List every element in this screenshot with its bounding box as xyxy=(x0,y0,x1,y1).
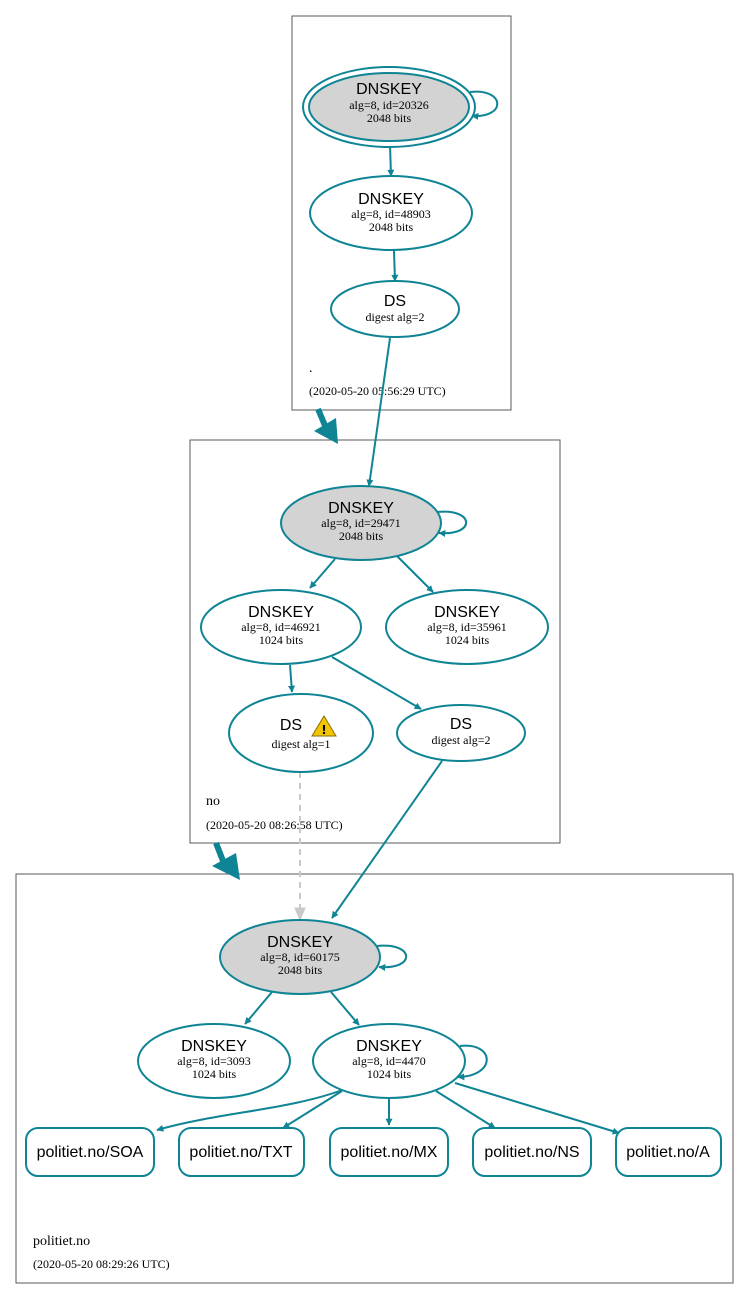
edge-no-ksk-zsk1 xyxy=(309,558,336,589)
svg-text:!: ! xyxy=(321,723,326,737)
node-root-zsk: DNSKEY alg=8, id=48903 2048 bits xyxy=(309,175,473,251)
record-txt-label: politiet.no/TXT xyxy=(189,1144,292,1161)
node-no-ksk-alg: alg=8, id=29471 xyxy=(321,516,401,530)
node-root-zsk-title: DNSKEY xyxy=(358,191,424,208)
node-p-zsk2-alg: alg=8, id=4470 xyxy=(352,1054,426,1068)
warning-icon: ! xyxy=(311,715,337,737)
node-no-ksk-bits: 2048 bits xyxy=(339,529,384,543)
node-no-zsk2-title: DNSKEY xyxy=(434,604,500,621)
node-root-zsk-alg: alg=8, id=48903 xyxy=(351,207,431,221)
record-soa: politiet.no/SOA xyxy=(25,1127,155,1177)
node-no-ds1-digest: digest alg=1 xyxy=(271,737,330,751)
node-no-zsk1-bits: 1024 bits xyxy=(259,633,304,647)
edge-p-zsk2-a xyxy=(454,1082,620,1135)
edge-root-zsk-ds xyxy=(391,250,399,282)
edge-root-ksk-self xyxy=(469,90,499,120)
node-root-ds-title: DS xyxy=(384,293,406,310)
edge-p-zsk2-txt xyxy=(282,1090,343,1129)
node-no-zsk2: DNSKEY alg=8, id=35961 1024 bits xyxy=(385,589,549,665)
edge-root-ksk-zsk xyxy=(387,144,395,177)
edge-p-ksk-self xyxy=(376,944,407,971)
node-no-ds2: DS digest alg=2 xyxy=(396,704,526,762)
record-mx: politiet.no/MX xyxy=(329,1127,449,1177)
node-root-zsk-bits: 2048 bits xyxy=(369,220,414,234)
record-ns-label: politiet.no/NS xyxy=(484,1144,579,1161)
edge-p-ksk-zsk2 xyxy=(330,991,360,1026)
edge-no-ksk-self xyxy=(436,510,467,537)
arrowhead-insecure xyxy=(294,907,306,922)
node-p-ksk-alg: alg=8, id=60175 xyxy=(260,950,340,964)
zone-timestamp-root: (2020-05-20 05:56:29 UTC) xyxy=(309,384,446,398)
node-root-ds-digest: digest alg=2 xyxy=(365,310,424,324)
node-root-ksk-alg: alg=8, id=20326 xyxy=(349,98,429,112)
edge-p-zsk2-soa xyxy=(156,1088,346,1132)
node-root-ksk: DNSKEY alg=8, id=20326 2048 bits xyxy=(302,66,476,148)
edge-root-ds-no-ksk xyxy=(366,337,391,487)
node-p-zsk2-title: DNSKEY xyxy=(356,1038,422,1055)
node-p-zsk1-alg: alg=8, id=3093 xyxy=(177,1054,251,1068)
node-root-ksk-title: DNSKEY xyxy=(356,81,422,98)
record-txt: politiet.no/TXT xyxy=(178,1127,305,1177)
edge-p-ksk-zsk1 xyxy=(244,991,273,1025)
record-ns: politiet.no/NS xyxy=(472,1127,592,1177)
zone-timestamp-no: (2020-05-20 08:26:58 UTC) xyxy=(206,818,343,832)
node-p-zsk2: DNSKEY alg=8, id=4470 1024 bits xyxy=(312,1023,466,1099)
edge-no-zsk1-ds1 xyxy=(288,664,296,693)
node-p-ksk-bits: 2048 bits xyxy=(278,963,323,977)
record-soa-label: politiet.no/SOA xyxy=(37,1144,144,1161)
node-p-zsk2-bits: 1024 bits xyxy=(367,1067,412,1081)
zone-timestamp-politiet: (2020-05-20 08:29:26 UTC) xyxy=(33,1257,170,1271)
node-no-ksk-title: DNSKEY xyxy=(328,500,394,517)
edge-p-zsk2-ns xyxy=(435,1090,496,1129)
node-no-zsk1-title: DNSKEY xyxy=(248,604,314,621)
delegation-arrow-no-politiet xyxy=(212,841,240,880)
node-no-zsk1: DNSKEY alg=8, id=46921 1024 bits xyxy=(200,589,362,665)
node-no-zsk2-alg: alg=8, id=35961 xyxy=(427,620,507,634)
edge-no-ds2-politiet-ksk xyxy=(331,760,443,919)
node-p-zsk1: DNSKEY alg=8, id=3093 1024 bits xyxy=(137,1023,291,1099)
node-root-ds: DS digest alg=2 xyxy=(330,280,460,338)
zone-name-politiet: politiet.no xyxy=(33,1234,90,1249)
record-a: politiet.no/A xyxy=(615,1127,722,1177)
delegation-arrow-root-no xyxy=(314,407,338,444)
node-p-ksk: DNSKEY alg=8, id=60175 2048 bits xyxy=(219,919,381,995)
edge-no-zsk1-ds2 xyxy=(331,656,422,710)
node-no-ksk: DNSKEY alg=8, id=29471 2048 bits xyxy=(280,485,442,561)
node-no-zsk1-alg: alg=8, id=46921 xyxy=(241,620,321,634)
record-mx-label: politiet.no/MX xyxy=(341,1144,438,1161)
node-no-ds2-digest: digest alg=2 xyxy=(431,733,490,747)
zone-name-no: no xyxy=(206,794,220,809)
node-no-ds2-title: DS xyxy=(450,716,472,733)
zone-name-root: . xyxy=(309,361,313,376)
edge-no-ksk-zsk2 xyxy=(396,555,434,593)
node-no-zsk2-bits: 1024 bits xyxy=(445,633,490,647)
node-no-ds1-title: DS xyxy=(280,717,302,734)
node-no-ds1: DS ! digest alg=1 xyxy=(228,693,374,773)
node-p-zsk1-bits: 1024 bits xyxy=(192,1067,237,1081)
node-p-zsk1-title: DNSKEY xyxy=(181,1038,247,1055)
node-p-ksk-title: DNSKEY xyxy=(267,934,333,951)
edge-p-zsk2-self xyxy=(457,1044,488,1081)
record-a-label: politiet.no/A xyxy=(626,1144,710,1161)
node-root-ksk-bits: 2048 bits xyxy=(367,111,412,125)
